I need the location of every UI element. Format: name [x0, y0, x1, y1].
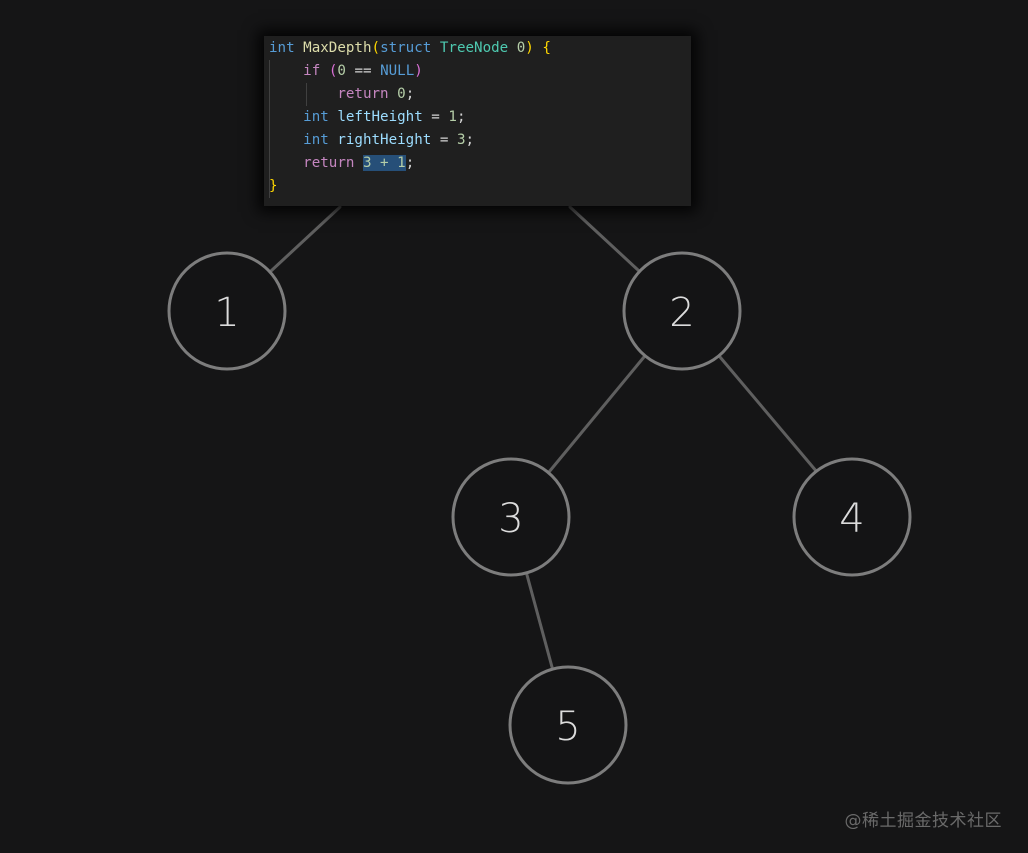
code-line: }	[269, 175, 691, 198]
indent-guide-outer	[269, 60, 270, 198]
code-token: 0	[397, 86, 406, 102]
node-circle	[451, 457, 571, 577]
indent-guide-inner	[306, 83, 307, 106]
code-token: leftHeight	[337, 109, 423, 125]
code-indent	[269, 155, 303, 171]
tree-edge-3-5	[525, 573, 554, 669]
tree-edge-root-2	[568, 205, 640, 272]
tree-edge-2-4	[718, 355, 819, 474]
tree-nodes: 1 2 3 4 5	[167, 251, 912, 785]
code-token	[320, 63, 329, 79]
code-token: =	[431, 132, 457, 148]
code-token	[354, 155, 363, 171]
code-token: 0	[337, 63, 346, 79]
node-label: 5	[555, 704, 580, 750]
code-token: rightHeight	[337, 132, 432, 148]
code-indent	[269, 109, 303, 125]
code-line: return 0;	[269, 83, 691, 106]
code-token: ==	[345, 63, 381, 79]
selected-code-token: 3 + 1	[362, 155, 406, 171]
code-token	[431, 40, 440, 56]
code-line: int rightHeight = 3;	[269, 129, 691, 152]
code-token: int	[269, 40, 295, 56]
tree-node-5: 5	[508, 665, 628, 785]
watermark: @稀土掘金技术社区	[844, 811, 1002, 831]
code-token: 3	[456, 132, 466, 148]
code-token: int	[303, 109, 329, 125]
code-token: TreeNode	[439, 40, 509, 56]
node-circle	[622, 251, 742, 371]
code-token	[389, 86, 398, 102]
tree-edge-root-1	[269, 205, 342, 273]
node-circle	[167, 251, 287, 371]
node-circle	[792, 457, 912, 577]
code-token: )	[525, 40, 534, 56]
code-token: {	[542, 40, 551, 56]
code-token: struct	[380, 40, 432, 56]
code-line: return 3 + 1;	[269, 152, 691, 175]
node-circle	[508, 665, 628, 785]
node-label: 2	[669, 290, 694, 336]
code-token: int	[303, 132, 329, 148]
tree-edge-2-3	[547, 355, 646, 474]
node-label: 1	[214, 290, 239, 336]
code-token	[295, 40, 304, 56]
code-token: NULL	[380, 63, 415, 79]
code-indent	[269, 63, 303, 79]
code-line: if (0 == NULL)	[269, 60, 691, 83]
tree-edges	[269, 205, 819, 669]
code-line: int MaxDepth(struct TreeNode 0) {	[269, 37, 691, 60]
code-token: if	[303, 63, 321, 79]
code-indent	[269, 132, 303, 148]
code-token	[508, 40, 517, 56]
tree-node-2: 2	[622, 251, 742, 371]
code-indent	[269, 86, 337, 102]
code-token: ;	[405, 86, 415, 102]
code-token: (	[328, 63, 338, 79]
code-token: return	[303, 155, 355, 171]
code-line: int leftHeight = 1;	[269, 106, 691, 129]
code-token: 0	[516, 40, 526, 56]
node-label: 4	[839, 496, 864, 542]
code-token: )	[414, 63, 423, 79]
code-token: ;	[405, 155, 415, 171]
code-token: 1	[448, 109, 457, 125]
tree-node-4: 4	[792, 457, 912, 577]
code-token: return	[337, 86, 389, 102]
code-token: MaxDepth	[303, 40, 372, 56]
tree-node-1: 1	[167, 251, 287, 371]
code-token: ;	[465, 132, 475, 148]
code-token: =	[422, 109, 449, 125]
code-token: (	[371, 40, 381, 56]
node-label: 3	[498, 496, 523, 542]
code-tooltip-panel: int MaxDepth(struct TreeNode 0) { if (0 …	[264, 36, 691, 206]
code-token: ;	[456, 109, 466, 125]
code-lines: int MaxDepth(struct TreeNode 0) { if (0 …	[269, 37, 691, 198]
code-token: }	[269, 178, 278, 194]
tree-node-3: 3	[451, 457, 571, 577]
